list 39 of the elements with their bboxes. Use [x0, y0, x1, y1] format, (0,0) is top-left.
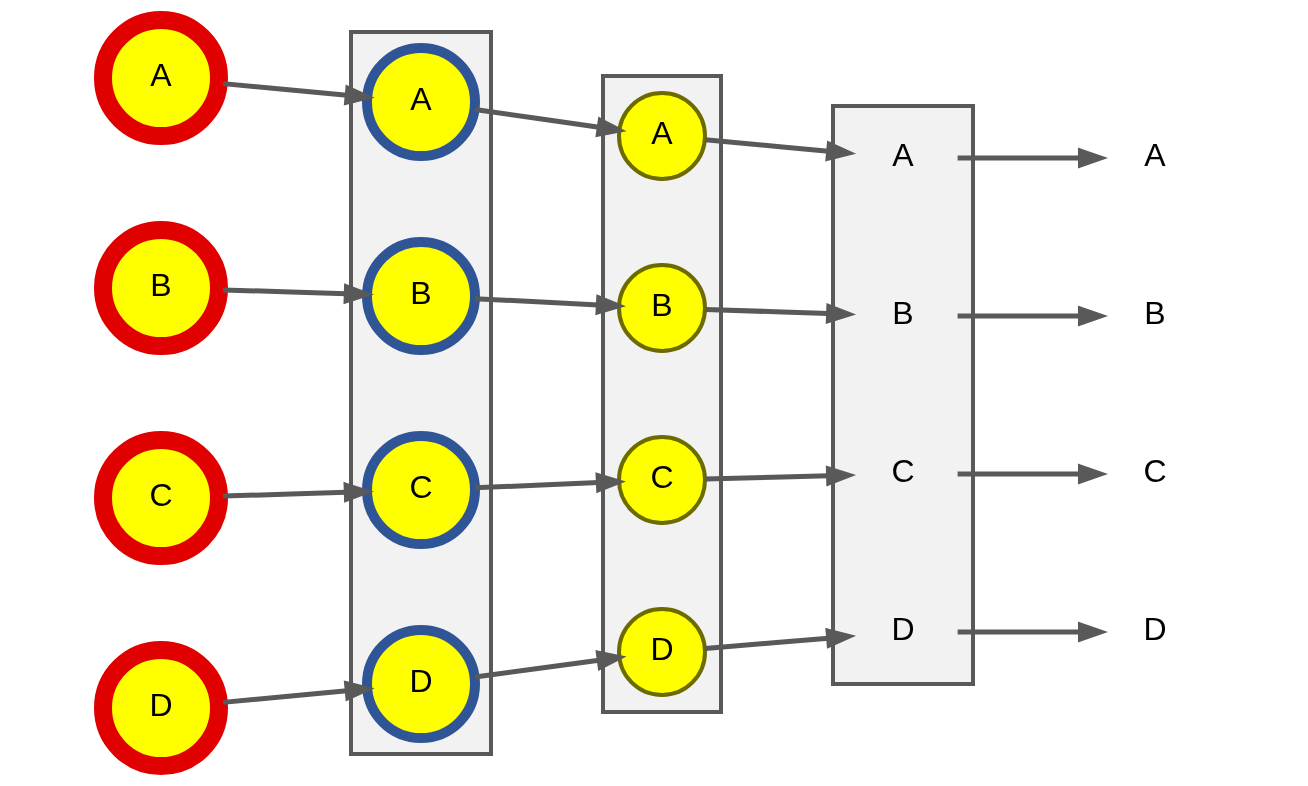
node-circle: C	[617, 435, 707, 525]
arrow	[957, 147, 1109, 169]
arrow	[474, 650, 627, 680]
node-text: D	[1143, 610, 1167, 647]
arrow	[705, 627, 857, 651]
arrow	[222, 283, 374, 305]
node-circle: B	[362, 237, 480, 355]
node-text: A	[892, 136, 914, 173]
node-circle: D	[362, 625, 480, 743]
arrow	[957, 621, 1109, 643]
node-circle: D	[94, 641, 228, 775]
node-circle: A	[617, 91, 707, 181]
node-circle: C	[94, 431, 228, 565]
arrow	[705, 137, 857, 162]
arrow	[957, 305, 1109, 327]
node-circle: C	[362, 431, 480, 549]
arrow	[705, 302, 857, 324]
arrow	[474, 472, 626, 494]
node-circle: A	[94, 11, 228, 145]
arrow	[474, 294, 626, 316]
node-text: B	[892, 294, 914, 331]
node-text: C	[891, 452, 915, 489]
node-circle: D	[617, 607, 707, 697]
arrow	[222, 680, 375, 705]
cluster	[349, 30, 493, 756]
node-circle: B	[617, 263, 707, 353]
arrow	[222, 81, 375, 106]
arrow	[474, 107, 627, 138]
node-circle: A	[362, 43, 480, 161]
arrow	[957, 463, 1109, 485]
node-text: A	[1144, 136, 1166, 173]
arrow	[705, 465, 857, 487]
cluster	[831, 104, 975, 686]
node-text: D	[891, 610, 915, 647]
arrow	[222, 481, 374, 503]
cluster	[601, 74, 723, 714]
node-text: B	[1144, 294, 1166, 331]
node-circle: B	[94, 221, 228, 355]
node-text: C	[1143, 452, 1167, 489]
